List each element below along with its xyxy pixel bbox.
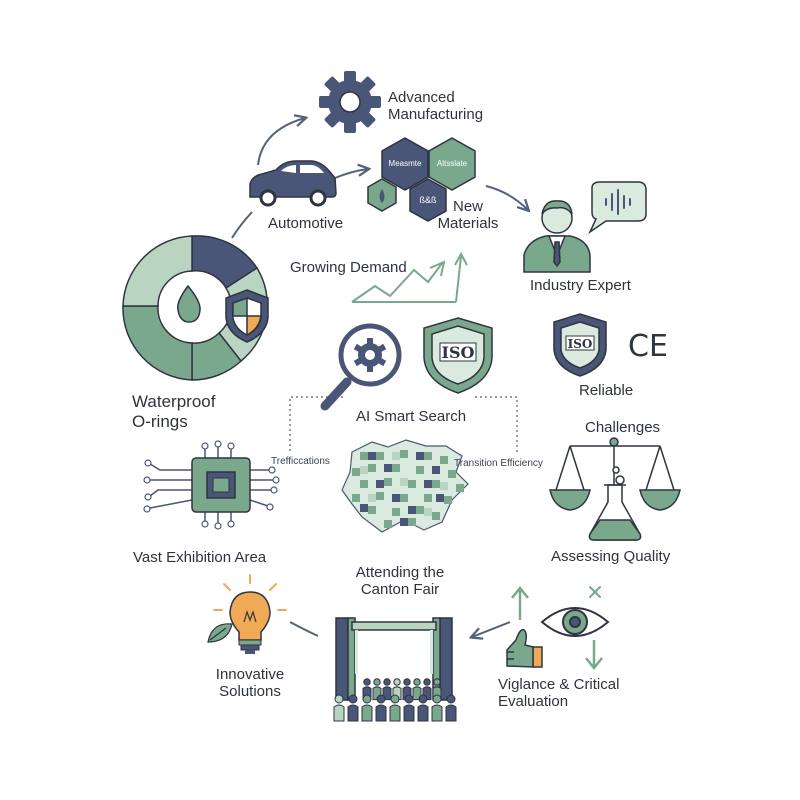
person-head xyxy=(362,694,372,704)
waterproof-orings-label: Waterproof O-rings xyxy=(132,392,216,431)
vigilance-evaluation-label: Viglance & Critical Evaluation xyxy=(498,676,620,710)
map-icon xyxy=(341,439,469,533)
expert-icon xyxy=(523,200,591,273)
challenges-label: Challenges xyxy=(585,419,661,436)
person-body xyxy=(389,704,401,722)
innovative-solutions-label: Innovative Solutions xyxy=(215,666,285,700)
vast-exhibition-area-label: Vast Exhibition Area xyxy=(133,549,267,566)
eye-icon xyxy=(540,607,610,637)
person-body xyxy=(417,704,429,722)
assessing-quality-label: Assessing Quality xyxy=(551,548,671,565)
person-head xyxy=(418,694,428,704)
trend-arrow-icon xyxy=(351,251,468,303)
person-body xyxy=(431,704,443,722)
person-head xyxy=(413,678,421,686)
person-body xyxy=(445,704,457,722)
speech-bubble-icon xyxy=(588,181,647,235)
dashed-connectors xyxy=(289,396,518,452)
person-head xyxy=(433,678,441,686)
arrow-down-icon xyxy=(585,640,603,671)
person-head xyxy=(383,678,391,686)
person-head xyxy=(423,678,431,686)
trefficcations-label: Trefficcations xyxy=(271,456,330,467)
chip-icon xyxy=(143,440,280,530)
industry-expert-label: Industry Expert xyxy=(530,277,631,294)
ce-mark-icon: CE xyxy=(628,329,668,364)
connector-arrows xyxy=(231,118,528,637)
x-icon xyxy=(589,586,601,598)
person-head xyxy=(404,694,414,704)
person-head xyxy=(390,694,400,704)
person-body xyxy=(333,704,345,722)
iso-shield-icon: ISO xyxy=(423,317,493,394)
person-head xyxy=(446,694,456,704)
advanced-manufacturing-label: Advanced Manufacturing xyxy=(388,89,484,123)
growing-demand-label: Growing Demand xyxy=(290,259,407,276)
ai-smart-search-label: AI Smart Search xyxy=(356,408,467,425)
crowd-icon xyxy=(333,678,457,722)
new-materials-label: New Materials xyxy=(437,198,499,232)
gate-icon xyxy=(335,617,453,701)
person-head xyxy=(373,678,381,686)
arrow-up-icon xyxy=(511,585,529,620)
gear-icon xyxy=(319,71,381,133)
iso-shield-icon: ISO xyxy=(553,313,607,377)
person-body xyxy=(403,704,415,722)
thumbs-up-icon xyxy=(506,628,543,668)
person-head xyxy=(334,694,344,704)
lightbulb-icon xyxy=(213,574,287,654)
hexagon-label: Measmte xyxy=(388,159,422,168)
automotive-label: Automotive xyxy=(268,215,344,232)
person-body xyxy=(375,704,387,722)
flask-icon xyxy=(588,466,642,541)
shield-icon xyxy=(225,289,269,343)
person-body xyxy=(347,704,359,722)
hexagon-label: Altsslate xyxy=(436,159,468,168)
person-head xyxy=(348,694,358,704)
person-head xyxy=(403,678,411,686)
transition-efficiency-label: Transition Efficiency xyxy=(454,458,543,469)
person-head xyxy=(432,694,442,704)
water-drop-icon xyxy=(176,284,201,323)
person-head xyxy=(363,678,371,686)
person-head xyxy=(393,678,401,686)
person-body xyxy=(361,704,373,722)
leaf-icon xyxy=(207,623,233,643)
magnifier-icon xyxy=(320,323,402,411)
person-body xyxy=(412,686,422,701)
hexagon-icon xyxy=(367,137,476,222)
car-icon xyxy=(249,160,337,207)
canton-fair-label: Attending the Canton Fair xyxy=(355,564,445,598)
iso-badge-text: ISO xyxy=(442,343,475,362)
person-head xyxy=(376,694,386,704)
reliable-iso-text: ISO xyxy=(568,337,593,351)
person-body xyxy=(382,686,392,701)
hexagon-label: ß&ß xyxy=(419,195,437,205)
reliable-label: Reliable xyxy=(579,382,634,399)
